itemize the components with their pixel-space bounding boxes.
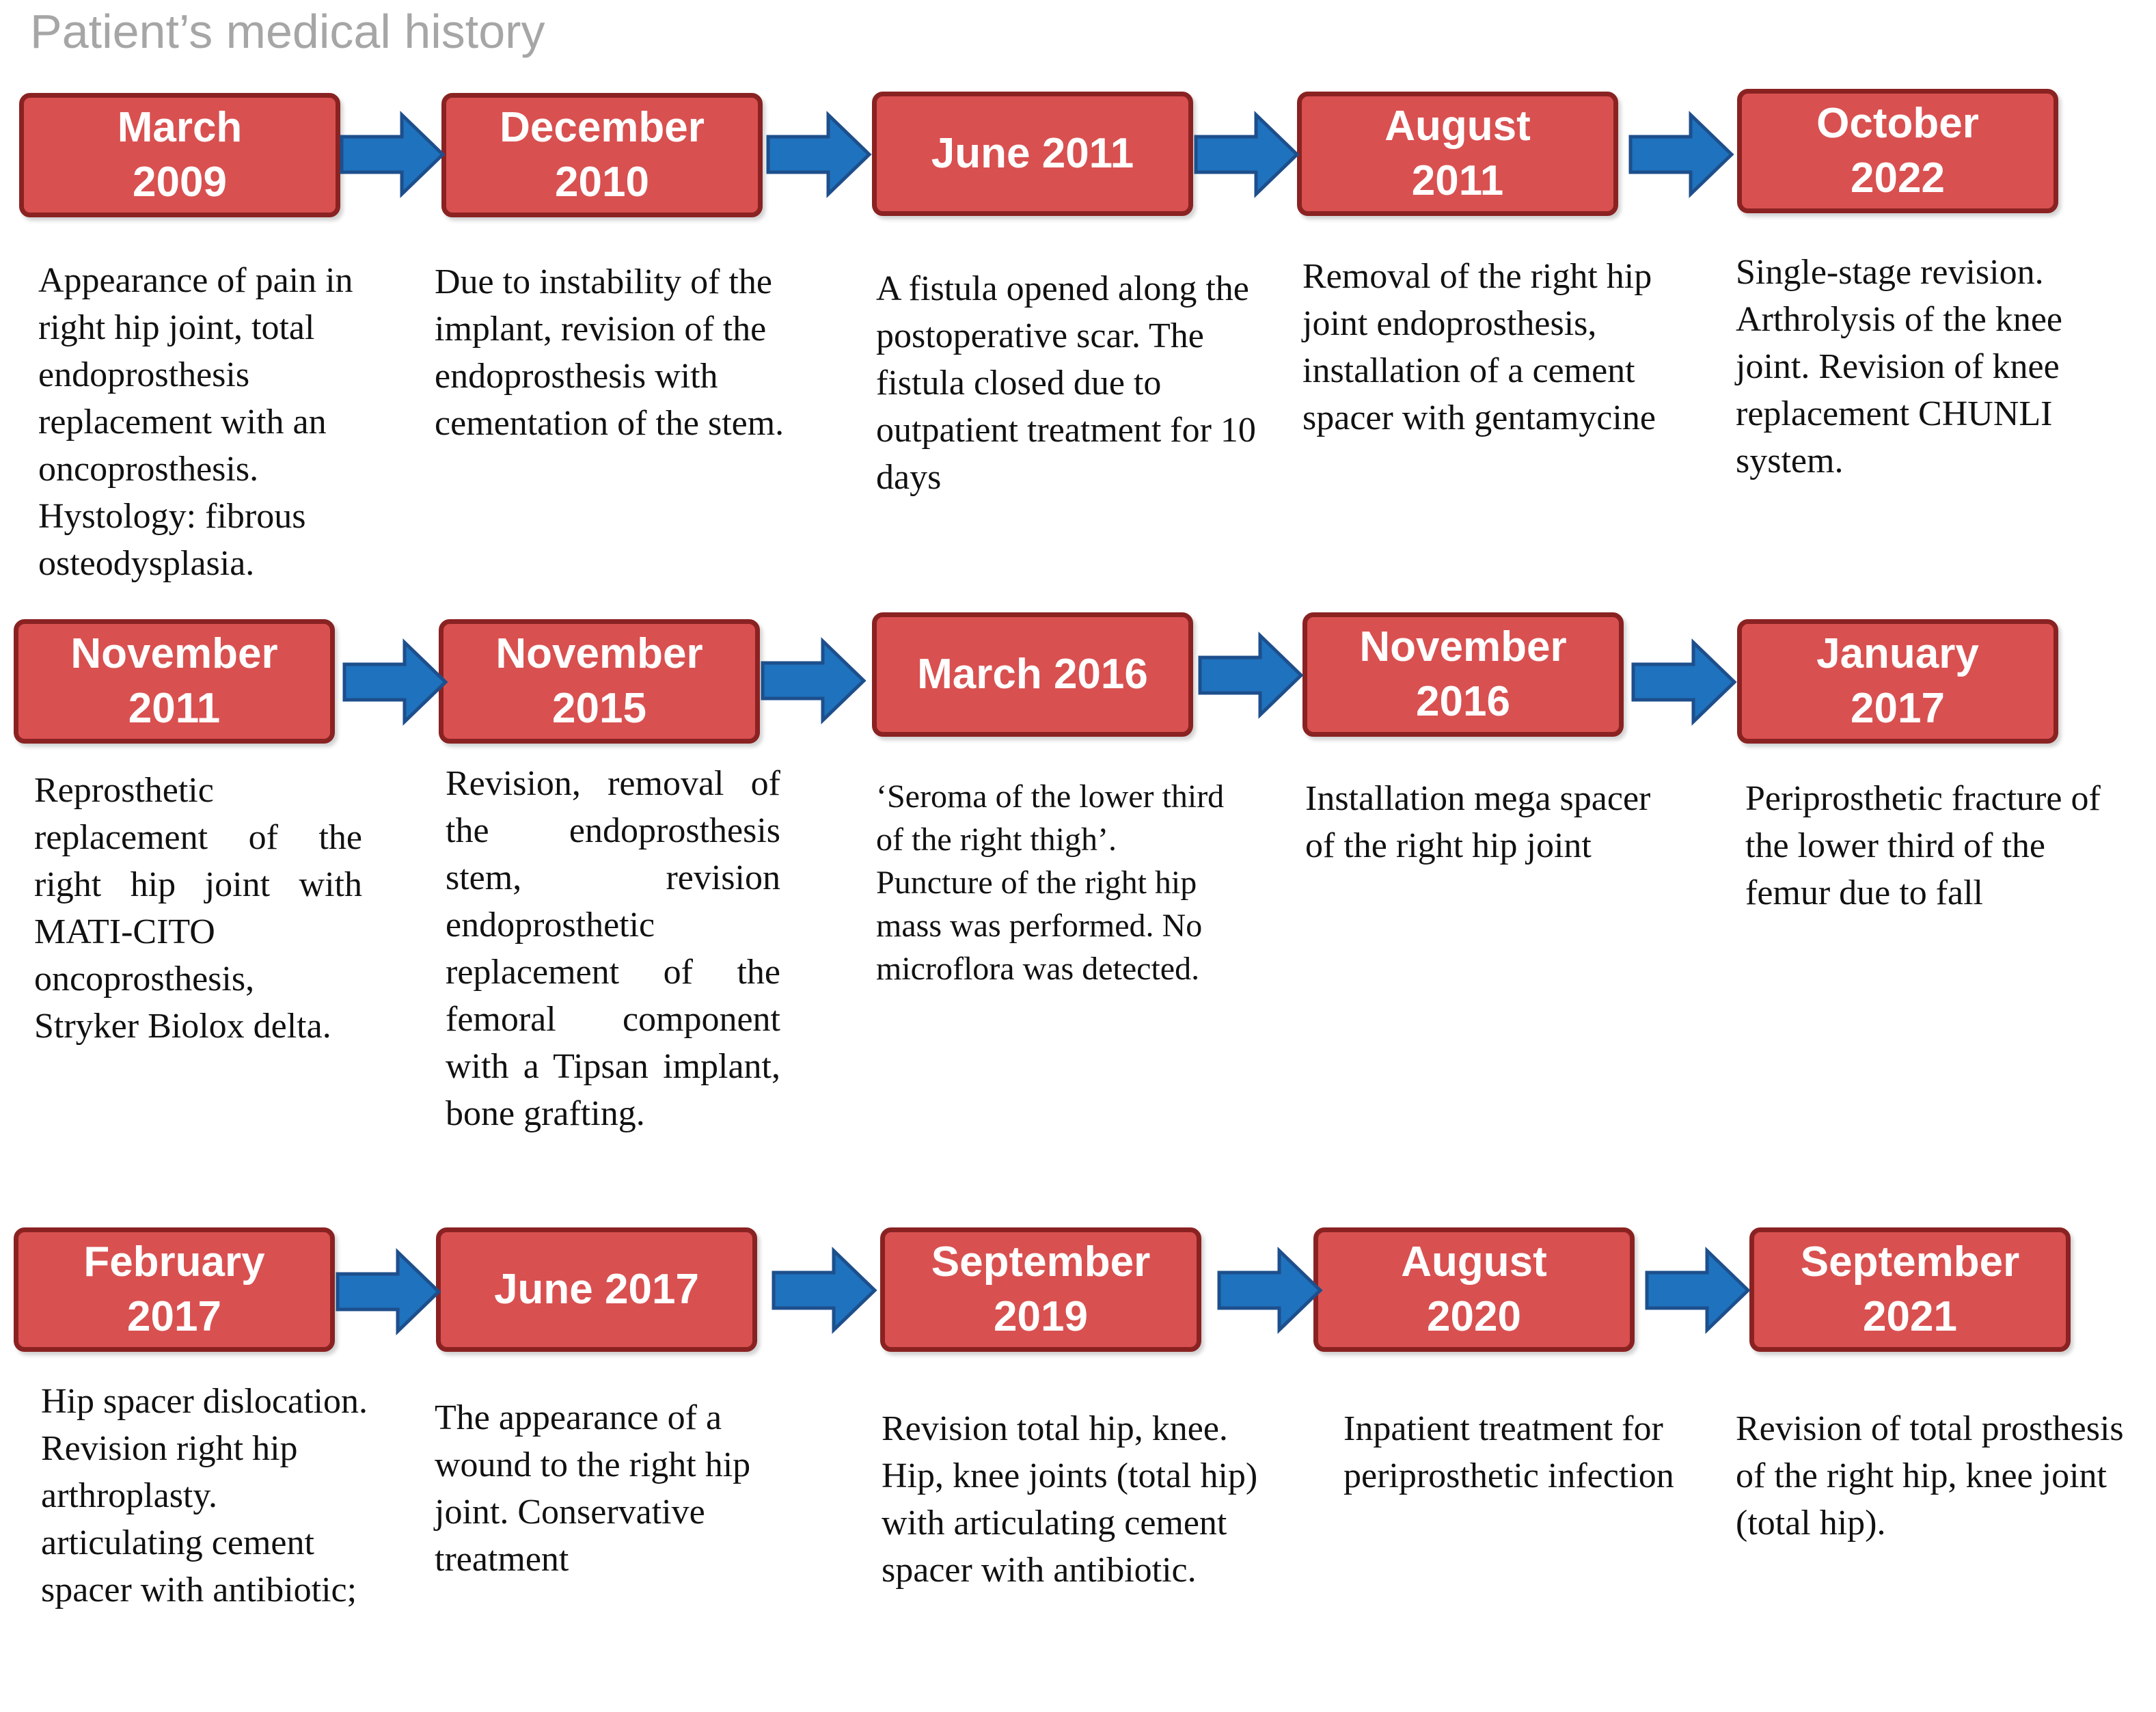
right-arrow-icon: [1219, 1251, 1320, 1330]
event-date-box: October 2022: [1737, 89, 2058, 213]
event-date: November 2015: [495, 630, 703, 732]
event-description: Hip spacer dislocation. Revision right h…: [41, 1382, 368, 1609]
event-date: November 2011: [70, 630, 278, 732]
event-date: January 2017: [1816, 630, 1979, 732]
event-date-box: February 2017: [14, 1227, 335, 1352]
right-arrow-icon: [1633, 642, 1734, 722]
right-arrow-icon: [1630, 115, 1732, 194]
diagram-title: Patient’s medical history: [30, 5, 545, 58]
right-arrow-icon: [344, 642, 446, 722]
event-date-box: November 2016: [1302, 612, 1624, 737]
right-arrow-icon: [774, 1251, 875, 1330]
event-date: February 2017: [83, 1238, 265, 1340]
right-arrow-icon: [1196, 115, 1297, 194]
event-description: Single-stage revision. Arthrolysis of th…: [1736, 253, 2063, 480]
event-date-box: August 2020: [1313, 1227, 1635, 1352]
event-date: September 2021: [1800, 1238, 2020, 1340]
event-description: Periprosthetic fracture of the lower thi…: [1745, 779, 2101, 912]
event-date: June 2011: [931, 130, 1134, 177]
event-date: March 2016: [917, 651, 1148, 698]
right-arrow-icon: [763, 641, 864, 720]
event-date: October 2022: [1816, 100, 1979, 202]
event-date: September 2019: [931, 1238, 1151, 1340]
right-arrow-icon: [338, 1252, 439, 1331]
event-date: August 2020: [1401, 1238, 1547, 1340]
right-arrow-icon: [1200, 636, 1301, 715]
right-arrow-icon: [342, 115, 443, 194]
event-date: March 2009: [117, 104, 243, 206]
right-arrow-icon: [1647, 1251, 1748, 1330]
event-date-box: September 2019: [880, 1227, 1201, 1352]
event-date: June 2017: [494, 1266, 699, 1313]
event-description: Reprosthetic replacement of the right hi…: [34, 771, 362, 1046]
event-description: ‘Seroma of the lower third of the right …: [876, 778, 1225, 987]
event-date-box: January 2017: [1737, 619, 2058, 744]
event-description: Due to instability of the implant, revis…: [435, 262, 784, 443]
event-date-box: June 2017: [436, 1227, 757, 1352]
event-date-box: December 2010: [441, 93, 763, 217]
event-description: Appearance of pain in right hip joint, t…: [38, 261, 353, 583]
event-date-box: August 2011: [1297, 92, 1618, 216]
event-description: Revision, removal of the endoprosthesis …: [446, 764, 780, 1133]
event-description: Revision total hip, knee. Hip, knee join…: [882, 1409, 1258, 1590]
event-description: A fistula opened along the postoperative…: [876, 269, 1256, 497]
event-date-box: September 2021: [1749, 1227, 2071, 1352]
event-date-box: June 2011: [872, 92, 1193, 216]
event-description: Installation mega spacer of the right hi…: [1305, 779, 1651, 865]
event-description: Inpatient treatment for periprosthetic i…: [1343, 1409, 1674, 1495]
event-description: Revision of total prosthesis of the righ…: [1736, 1409, 2124, 1543]
event-date: December 2010: [500, 104, 705, 206]
event-date-box: November 2011: [14, 619, 335, 744]
event-description: The appearance of a wound to the right h…: [435, 1398, 751, 1579]
event-date: November 2016: [1359, 623, 1567, 725]
event-date-box: March 2009: [19, 93, 340, 217]
right-arrow-icon: [768, 115, 869, 194]
event-date-box: March 2016: [872, 612, 1193, 737]
event-date: August 2011: [1384, 103, 1531, 204]
event-date-box: November 2015: [439, 619, 760, 744]
event-description: Removal of the right hip joint endoprost…: [1302, 257, 1656, 437]
